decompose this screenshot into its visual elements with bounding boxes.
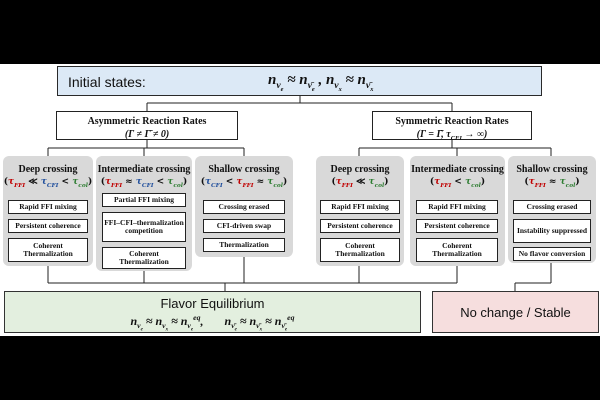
initial-states-label: Initial states:	[68, 74, 146, 90]
column-title: Shallow crossing	[208, 164, 280, 175]
column-condition: (τFFI ≈ τcol)	[524, 177, 580, 189]
asymmetric-rates-box: Asymmetric Reaction Rates (Γ ≠ Γ̄ ≠ 0)	[56, 111, 238, 140]
column-title: Deep crossing	[330, 164, 390, 175]
flavor-equilibrium-title: Flavor Equilibrium	[160, 296, 265, 311]
step-box: FFI–CFI–thermalization competition	[102, 212, 186, 242]
step-box: Persistent coherence	[320, 219, 400, 233]
step-box: Persistent coherence	[8, 219, 88, 233]
step-box: CFI-driven swap	[203, 219, 285, 233]
column-title: Intermediate crossing	[97, 164, 191, 175]
asymmetric-rates-condition: (Γ ≠ Γ̄ ≠ 0)	[124, 129, 170, 140]
step-box: Thermalization	[203, 238, 285, 252]
symmetric-rates-box: Symmetric Reaction Rates (Γ = Γ̄, τCFI →…	[372, 111, 532, 142]
column-condition: (τFFI < τcol)	[429, 177, 486, 189]
initial-states-box: Initial states: nνe ≈ nν̄e , nνx ≈ nν̄x	[57, 66, 542, 96]
step-box: Coherent Thermalization	[8, 238, 88, 262]
step-box: Coherent Thermalization	[320, 238, 400, 262]
symmetric-rates-condition: (Γ = Γ̄, τCFI → ∞)	[416, 129, 488, 142]
column-condition: (τCFI < τFFI ≈ τcol)	[200, 177, 288, 189]
step-box: Instability suppressed	[513, 219, 591, 243]
step-box: Crossing erased	[203, 200, 285, 214]
step-box: Persistent coherence	[416, 219, 498, 233]
asymmetric-rates-title: Asymmetric Reaction Rates	[87, 116, 207, 127]
symmetric-rates-title: Symmetric Reaction Rates	[395, 116, 509, 127]
no-change-box: No change / Stable	[432, 291, 599, 333]
step-box: Partial FFI mixing	[102, 193, 186, 207]
column-condition: (τFFI ≈ τCFI < τcol)	[100, 177, 188, 189]
initial-states-formula: nνe ≈ nν̄e , nνx ≈ nν̄x	[268, 72, 374, 93]
flavor-equilibrium-formula: nνe ≈ nνx ≈ nνeeq, nν̄e ≈ nν̄x ≈ nν̄eeq	[130, 313, 295, 333]
column-title: Deep crossing	[18, 164, 78, 175]
column-condition: (τFFI ≪ τcol)	[331, 177, 389, 189]
step-box: Coherent Thermalization	[102, 247, 186, 269]
step-box: Rapid FFI mixing	[8, 200, 88, 214]
flavor-equilibrium-box: Flavor Equilibrium nνe ≈ nνx ≈ nνeeq, nν…	[4, 291, 421, 333]
step-box: Crossing erased	[513, 200, 591, 214]
step-box: Rapid FFI mixing	[416, 200, 498, 214]
step-box: No flavor conversion	[513, 247, 591, 261]
column-condition: (τFFI ≪ τCFI < τcol)	[3, 177, 93, 189]
step-box: Rapid FFI mixing	[320, 200, 400, 214]
column-title: Intermediate crossing	[411, 164, 504, 175]
column-title: Shallow crossing	[516, 164, 588, 175]
step-box: Coherent Thermalization	[416, 238, 498, 262]
